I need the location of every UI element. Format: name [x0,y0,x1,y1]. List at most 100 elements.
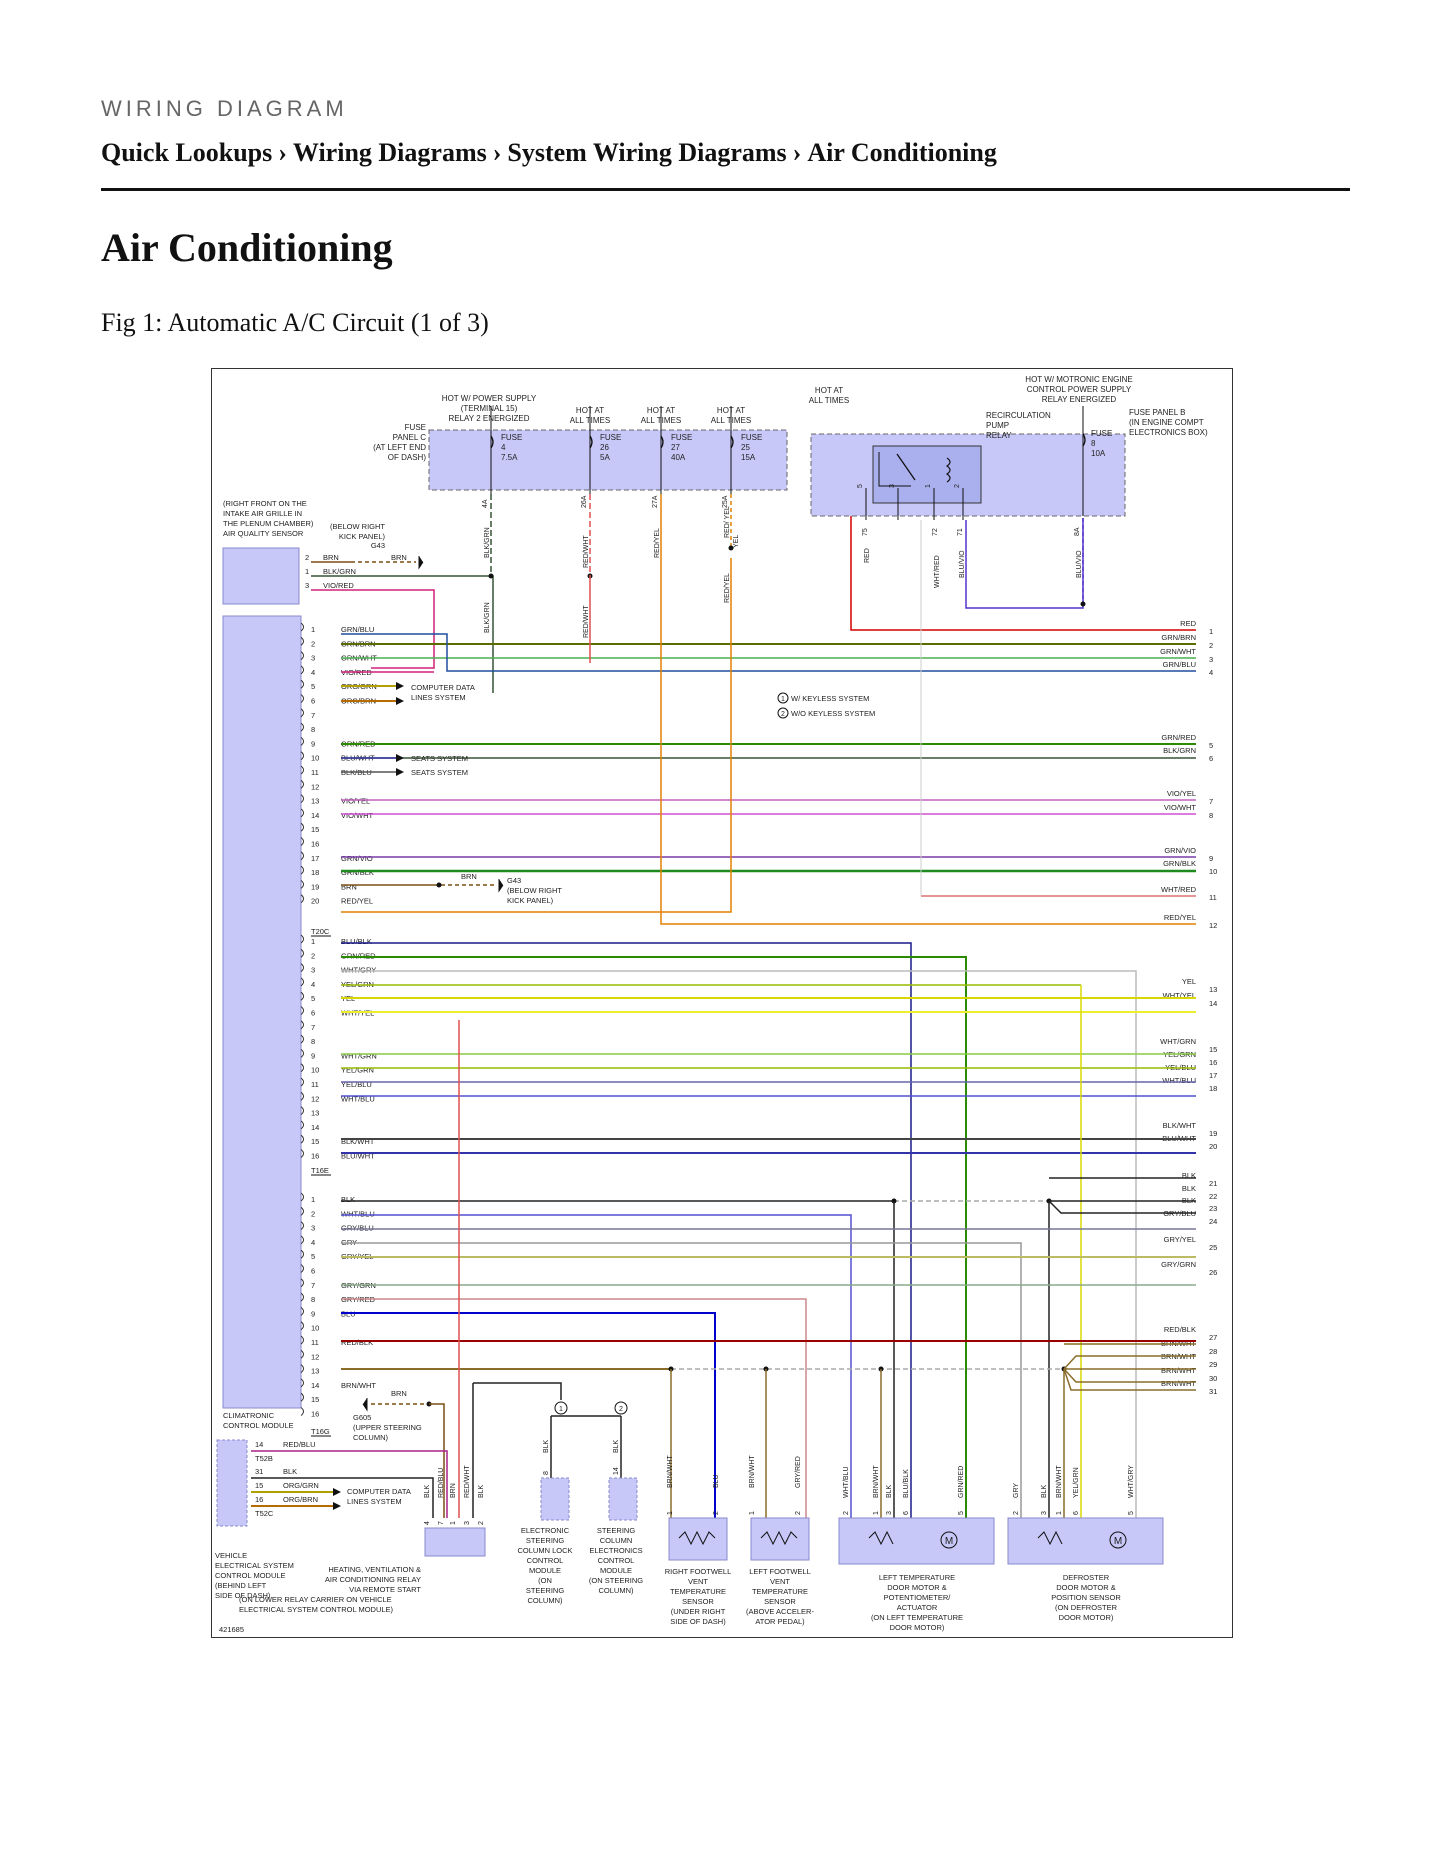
module-label: STEERING [597,1526,636,1535]
section-label: WIRING DIAGRAM [101,96,348,121]
connector-cavity [300,622,304,632]
module-label: MODULE [529,1566,561,1575]
connector-pin: 5 [311,1252,315,1261]
relay-label: VIA REMOTE START [349,1585,421,1594]
wire-color-label: WHT/BLU [1162,1076,1196,1085]
module-label: COLUMN) [599,1586,635,1595]
electronic-steering-column-lock-module [540,1477,570,1521]
connector-pin: 16 [255,1495,263,1504]
connector-pin: 2 [305,553,309,562]
wire-color-label: BLK [341,1195,355,1204]
connector-pin: 15 [311,1137,319,1146]
connector-pin: 9 [311,1309,315,1318]
fuse-label: FUSE [1091,429,1112,438]
connector-pin: 11 [311,1080,319,1089]
actuator-label: POSITION SENSOR [1051,1593,1121,1602]
ground-label: G605 [353,1413,371,1422]
thermistor-icon [760,1530,798,1546]
wire-color-label: BLK/GRN [484,527,491,558]
reference-number: 31 [1209,1387,1217,1396]
wire-color-label: WHT/GRY [1128,1465,1135,1498]
sensor-label: (ABOVE ACCELER- [746,1607,814,1616]
wire-color-label: RED/BLU [438,1468,445,1498]
connector-cavity [300,1063,304,1073]
wire-color-label: BRN/WHT [749,1455,756,1488]
connector-pin: 3 [311,966,315,975]
wire-color-label: GRY/GRN [1161,1260,1196,1269]
connector-pin: 5 [1128,1511,1135,1515]
ground-label: (BELOW RIGHT [330,522,385,531]
system-label: LINES SYSTEM [347,1497,402,1506]
connector-pin: 71 [957,528,964,536]
relay-pin: 1 [925,484,932,488]
connector-pin: 12 [311,1094,319,1103]
supply-label: ALL TIMES [809,396,849,405]
breadcrumb-quick-lookups[interactable]: Quick Lookups [101,138,273,167]
wire-color-label: GRY/BLU [341,1224,374,1233]
wire-color-label: BLK [613,1439,620,1453]
connector-pin: 15 [255,1481,263,1490]
connector-pin: 11 [311,1338,319,1347]
connector-pin: 2 [843,1511,850,1515]
breadcrumb-system-wiring-diagrams[interactable]: System Wiring Diagrams [507,138,787,167]
connector-pin: 9 [311,739,315,748]
wire-color-label: BLK [1041,1484,1048,1498]
wire-color-label: GRN/BLU [1163,660,1196,669]
module-label: ELECTRONICS [589,1546,642,1555]
module-label: CONTROL MODULE [223,1421,294,1430]
wire-color-label: BLK [1182,1171,1196,1180]
connector-cavity [300,880,304,889]
supply-label: (TERMINAL 15) [461,404,518,413]
connector-pin: 31 [255,1467,263,1476]
header-divider [101,188,1350,191]
connector-id: T20C [311,927,330,936]
wire-color-label: GRN/RED [341,951,376,960]
wire-color-label: RED/WHT [583,605,590,638]
motor-glyph: M [1114,1536,1122,1547]
connector-cavity [300,991,304,1001]
connector-cavity [300,1134,304,1144]
connector-pin: 2 [1013,1511,1020,1515]
wire-color-label: BLU [713,1474,720,1488]
relay-label: HEATING, VENTILATION & [328,1565,421,1574]
connector-pin: 13 [311,797,319,806]
breadcrumb-air-conditioning[interactable]: Air Conditioning [807,138,997,167]
connector-pin: 10 [311,1324,319,1333]
wire-color-label: ORG/GRN [283,1481,319,1490]
sensor-label: RIGHT FOOTWELL [665,1567,732,1576]
splice-dot [436,882,442,888]
connector-pin: 7 [438,1521,445,1525]
wire-color-label: BLK [1182,1184,1196,1193]
module-label: ELECTRONIC [521,1526,570,1535]
actuator-label: (ON LEFT TEMPERATURE [871,1613,963,1622]
wire-vio-red [311,589,435,669]
wire-blk [473,1382,562,1400]
sensor-label: THE PLENUM CHAMBER) [223,519,314,528]
wire-color-label: WHT/RED [934,555,941,588]
note-number: 2 [781,711,785,718]
module-label: ELECTRICAL SYSTEM [215,1561,294,1570]
connector-pin: 2 [311,951,315,960]
fuse-label: 25 [741,443,750,452]
air-quality-sensor [222,547,300,605]
connector-pin: 4 [311,980,315,989]
connector-cavity [300,837,304,846]
wire-color-label: YEL/GRN [341,1066,374,1075]
wire-wht-blu [341,1214,852,1518]
breadcrumb-wiring-diagrams[interactable]: Wiring Diagrams [292,138,487,167]
connector-cavity [300,977,304,987]
connector-cavity [300,948,304,958]
recirculation-pump-relay [872,445,982,504]
arrow-icon [396,697,404,705]
wire-wht-gry [341,970,1137,1518]
connector-pin: 16 [311,840,319,849]
wire-blu [341,1312,716,1518]
ground-label: KICK PANEL) [339,532,386,541]
note-circle-1 [777,692,789,704]
connector-pin: 4A [482,499,489,508]
connector-cavity [300,1020,304,1030]
fuse-label: FUSE [600,433,621,442]
supply-label: RELAY ENERGIZED [1042,395,1117,404]
wire-color-label: RED/BLK [1164,1325,1196,1334]
supply-label: RELAY 2 ENERGIZED [448,414,529,423]
